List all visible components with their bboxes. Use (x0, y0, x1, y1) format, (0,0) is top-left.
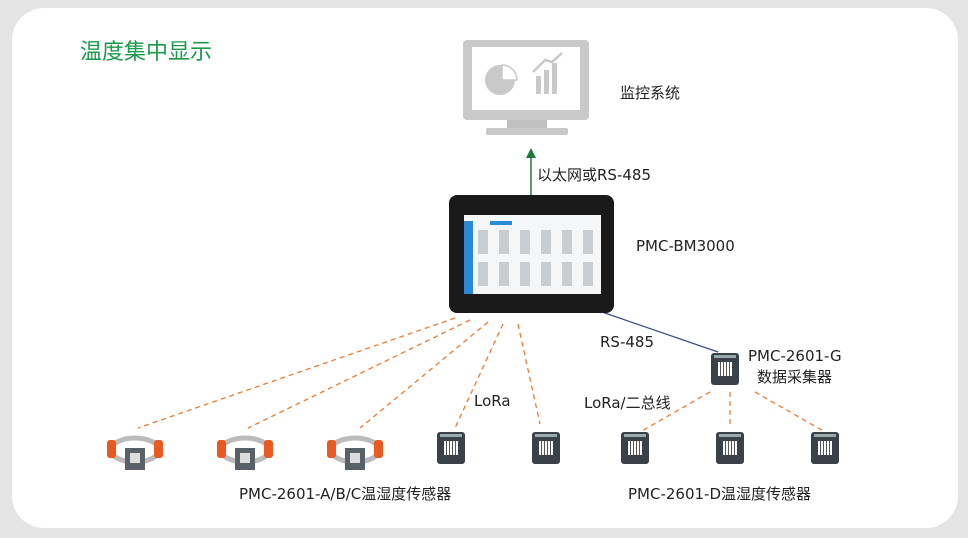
collector-device-icon (711, 353, 739, 385)
wireless-link (247, 319, 471, 429)
monitor-label: 监控系统 (620, 84, 681, 102)
rs485-label: RS-485 (600, 333, 654, 351)
wireless-link (754, 391, 826, 433)
collector-name-label: 数据采集器 (757, 368, 833, 386)
rs485-link (601, 311, 719, 353)
sensors-abc-label: PMC-2601-A/B/C温湿度传感器 (239, 485, 452, 503)
d-sensor-icon (532, 432, 560, 464)
monitor-icon (463, 40, 589, 135)
collector-model-label: PMC-2601-G (748, 347, 842, 365)
wireless-link (454, 323, 504, 429)
ring-sensor-icon (107, 435, 163, 470)
gateway-tablet-icon (449, 195, 614, 313)
ring-sensor-icon (217, 435, 273, 470)
wireless-link (639, 391, 711, 433)
wireless-link (359, 321, 489, 429)
d-sensor-icon (716, 432, 744, 464)
arrow-head-icon (526, 148, 536, 158)
wireless-link (137, 317, 456, 429)
uplink-label: 以太网或RS-485 (537, 166, 651, 184)
gateway-label: PMC-BM3000 (636, 237, 735, 255)
lora-bus-label: LoRa/二总线 (584, 394, 671, 412)
d-sensor-icon (811, 432, 839, 464)
lora-label: LoRa (474, 392, 511, 410)
d-sensor-icon (621, 432, 649, 464)
sensors-d-label: PMC-2601-D温湿度传感器 (628, 485, 812, 503)
diagram-title: 温度集中显示 (80, 40, 213, 65)
wireless-link (517, 323, 541, 425)
ring-sensor-icon (327, 435, 383, 470)
d-sensor-icon (437, 432, 465, 464)
